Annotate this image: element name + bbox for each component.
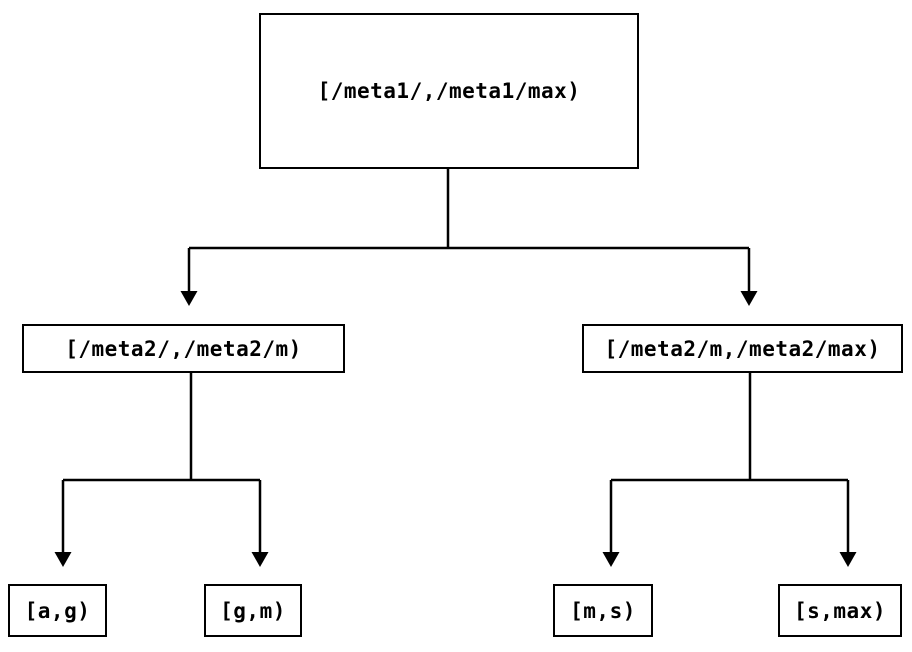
node-label: [m,s) — [570, 598, 636, 623]
tree-node-root: [/meta1/,/meta1/max) — [259, 13, 639, 169]
tree-node-leaf-ag: [a,g) — [8, 584, 107, 637]
arrowheads — [54, 291, 857, 567]
arrow-down-icon — [180, 291, 198, 306]
arrow-down-icon — [54, 552, 72, 567]
arrow-down-icon — [602, 552, 620, 567]
arrow-down-icon — [251, 552, 269, 567]
arrow-down-icon — [740, 291, 758, 306]
node-label: [/meta1/,/meta1/max) — [317, 79, 581, 103]
tree-node-meta2-left: [/meta2/,/meta2/m) — [22, 324, 345, 373]
arrow-down-icon — [839, 552, 857, 567]
tree-node-meta2-right: [/meta2/m,/meta2/max) — [582, 324, 903, 373]
node-label: [a,g) — [24, 598, 91, 623]
node-label: [/meta2/,/meta2/m) — [65, 336, 302, 361]
node-label: [g,m) — [220, 598, 286, 623]
node-label: [/meta2/m,/meta2/max) — [604, 336, 881, 361]
tree-node-leaf-ms: [m,s) — [553, 584, 653, 637]
node-label: [s,max) — [793, 598, 886, 623]
tree-node-leaf-smax: [s,max) — [778, 584, 902, 637]
edge-lines — [61, 169, 850, 553]
tree-node-leaf-gm: [g,m) — [204, 584, 302, 637]
